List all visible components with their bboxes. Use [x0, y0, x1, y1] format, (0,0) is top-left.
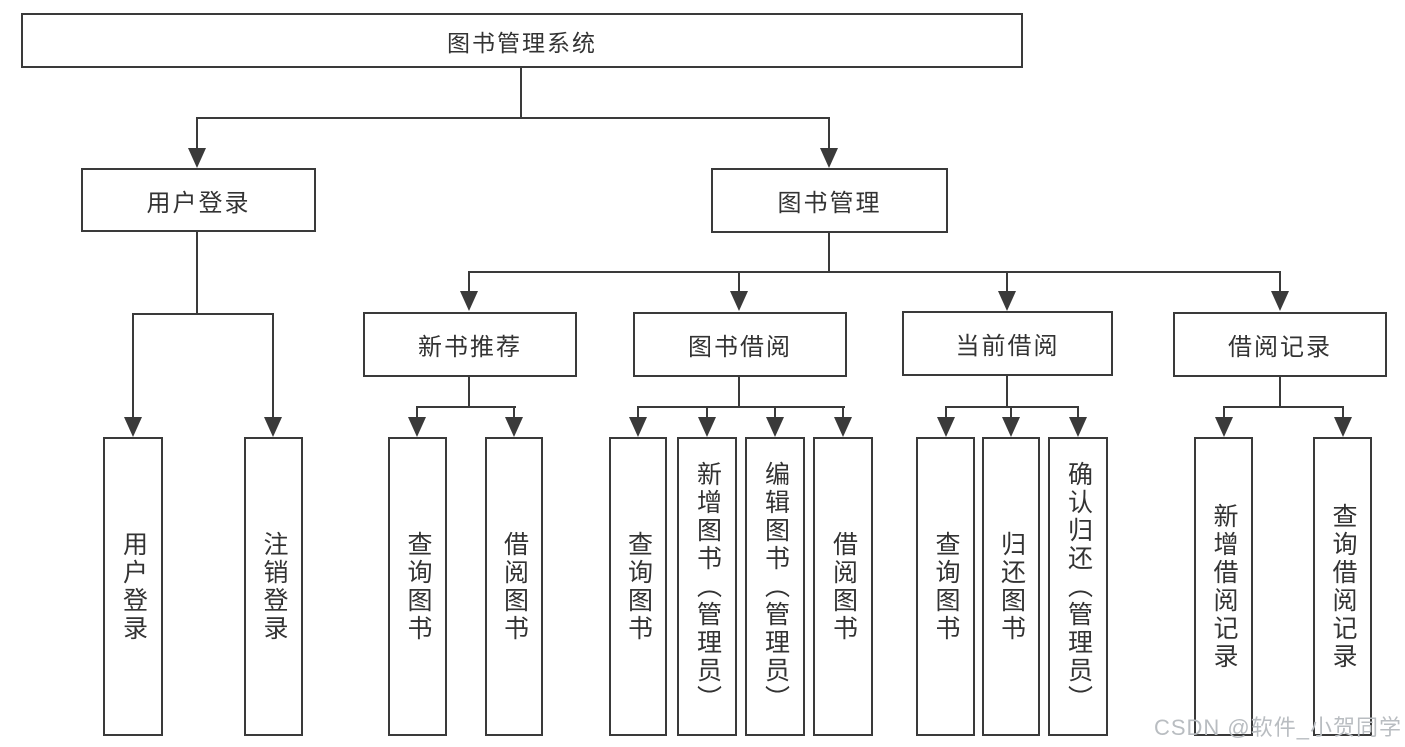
node-label: 图书管理	[777, 190, 882, 217]
connector-stem	[513, 406, 515, 417]
arrowhead-to-leaf-bw-borrow	[834, 417, 852, 437]
node-book-borrow: 图书借阅	[633, 312, 847, 377]
connector-new-books-branch-line	[416, 406, 516, 408]
leaf-rec-query-borrow-record: 查询借阅记录	[1313, 437, 1372, 736]
node-label: 图书借阅	[688, 334, 792, 361]
leaf-logout: 注销登录	[244, 437, 303, 736]
node-label: 用户登录	[146, 189, 251, 217]
arrowhead-to-leaf-cu-return	[1002, 417, 1020, 437]
arrowhead-to-leaf-cu-query	[937, 417, 955, 437]
leaf-nb-borrow-books: 借阅图书	[485, 437, 543, 736]
arrowhead-to-leaf-bw-add	[698, 417, 716, 437]
leaf-label: 确认归还（管理员）	[1064, 460, 1093, 713]
arrowhead-to-leaf-nb-borrow	[505, 417, 523, 437]
node-library-management-system: 图书管理系统	[21, 13, 1023, 68]
leaf-label: 归还图书	[997, 530, 1026, 643]
connector-book-mgmt-branch-line	[468, 271, 1281, 273]
connector-book-borrow-stem	[738, 377, 740, 407]
connector-stem	[1342, 406, 1344, 417]
connector-stem	[945, 406, 947, 417]
leaf-bw-add-books-admin: 新增图书（管理员）	[677, 437, 737, 736]
connector-book-borrow-branch-line	[637, 406, 845, 408]
node-borrow-records: 借阅记录	[1173, 312, 1387, 377]
node-label: 图书管理系统	[447, 29, 597, 56]
node-user-login: 用户登录	[81, 168, 316, 232]
arrowhead-to-user-login	[188, 148, 206, 168]
connector-user-login-branch-line	[132, 313, 274, 315]
arrowhead-to-leaf-bw-query	[629, 417, 647, 437]
node-label: 借阅记录	[1228, 334, 1332, 361]
arrowhead-to-leaf-rec-add	[1215, 417, 1233, 437]
connector-to-leaf-user-login-stem	[132, 313, 134, 417]
node-book-management: 图书管理	[711, 168, 948, 233]
leaf-user-login: 用户登录	[103, 437, 163, 736]
connector-to-book-mgmt-stem	[828, 117, 830, 149]
leaf-bw-borrow-books: 借阅图书	[813, 437, 873, 736]
connector-borrow-records-stem	[1279, 377, 1281, 407]
leaf-cu-return-books: 归还图书	[982, 437, 1040, 736]
connector-stem	[706, 406, 708, 417]
connector-borrow-records-branch-line	[1223, 406, 1344, 408]
arrowhead-to-new-books	[460, 291, 478, 311]
leaf-label: 注销登录	[260, 530, 288, 643]
leaf-nb-query-books: 查询图书	[388, 437, 447, 736]
node-label: 当前借阅	[955, 333, 1060, 360]
connector-stem	[637, 406, 639, 417]
leaf-cu-confirm-return-admin: 确认归还（管理员）	[1048, 437, 1108, 736]
leaf-rec-add-borrow-record: 新增借阅记录	[1194, 437, 1253, 736]
leaf-label: 新增借阅记录	[1210, 502, 1238, 671]
connector-root-stem	[520, 68, 522, 118]
leaf-label: 查询图书	[932, 530, 960, 643]
node-new-book-recommend: 新书推荐	[363, 312, 577, 377]
connector-stem	[416, 406, 418, 417]
connector-to-new-books-stem	[468, 271, 470, 293]
connector-root-branch-line	[196, 117, 830, 119]
connector-book-mgmt-stem	[828, 233, 830, 272]
connector-to-borrow-records-stem	[1279, 271, 1281, 293]
leaf-label: 借阅图书	[829, 530, 858, 643]
leaf-label: 查询图书	[404, 530, 432, 643]
node-label: 新书推荐	[418, 334, 522, 361]
arrowhead-to-book-borrow	[730, 291, 748, 311]
node-current-borrow: 当前借阅	[902, 311, 1113, 376]
leaf-bw-edit-books-admin: 编辑图书（管理员）	[745, 437, 805, 736]
connector-to-current-borrow-stem	[1006, 271, 1008, 293]
connector-stem	[1077, 406, 1079, 417]
csdn-watermark: CSDN @软件_小贺同学	[1153, 715, 1402, 740]
arrowhead-to-book-mgmt	[820, 148, 838, 168]
arrowhead-to-borrow-records	[1271, 291, 1289, 311]
leaf-label: 查询图书	[624, 530, 653, 643]
arrowhead-to-leaf-rec-query	[1334, 417, 1352, 437]
leaf-label: 借阅图书	[500, 530, 529, 643]
leaf-label: 用户登录	[119, 530, 148, 643]
leaf-bw-query-books: 查询图书	[609, 437, 667, 736]
leaf-label: 查询借阅记录	[1329, 502, 1357, 671]
leaf-label: 新增图书（管理员）	[693, 460, 722, 713]
connector-current-borrow-stem	[1006, 376, 1008, 407]
connector-stem	[1223, 406, 1225, 417]
connector-stem	[842, 406, 844, 417]
arrowhead-to-leaf-cu-confirm	[1069, 417, 1087, 437]
connector-to-user-login-stem	[196, 117, 198, 149]
leaf-label: 编辑图书（管理员）	[761, 460, 790, 713]
connector-stem	[1010, 406, 1012, 417]
leaf-cu-query-books: 查询图书	[916, 437, 975, 736]
connector-to-book-borrow-stem	[738, 271, 740, 293]
connector-to-leaf-logout-stem	[272, 313, 274, 417]
arrowhead-to-current-borrow	[998, 291, 1016, 311]
arrowhead-to-leaf-bw-edit	[766, 417, 784, 437]
connector-stem	[774, 406, 776, 417]
connector-user-login-stem	[196, 232, 198, 314]
arrowhead-to-leaf-logout	[264, 417, 282, 437]
connector-new-books-stem	[468, 377, 470, 407]
connector-current-borrow-branch-line	[945, 406, 1079, 408]
arrowhead-to-leaf-user-login	[124, 417, 142, 437]
arrowhead-to-leaf-nb-query	[408, 417, 426, 437]
